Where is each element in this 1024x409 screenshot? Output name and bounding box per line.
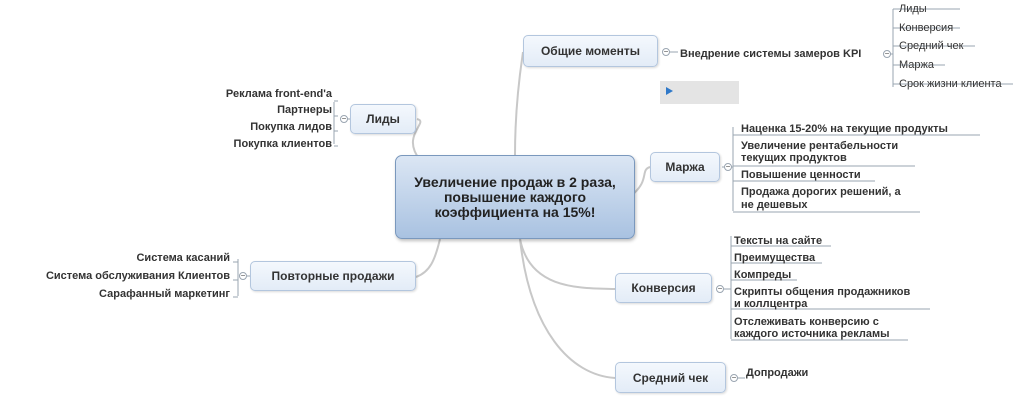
margin-item[interactable]: Продажа дорогих решений, а (741, 186, 901, 198)
conversion-item[interactable]: Скрипты общения продажников (734, 286, 911, 298)
topic-general[interactable]: Общие моменты (523, 35, 658, 67)
conversion-item[interactable]: Тексты на сайте (734, 235, 823, 247)
collapse-icon[interactable]: − (662, 47, 670, 56)
collapse-icon[interactable]: − (716, 284, 724, 293)
conversion-item[interactable]: Отслеживать конверсию с (734, 316, 879, 328)
central-topic[interactable]: Увеличение продаж в 2 раза, повышение ка… (395, 155, 635, 239)
kpi-item[interactable]: Маржа (899, 59, 934, 71)
kpi-item[interactable]: Лиды (899, 3, 927, 15)
margin-item[interactable]: Увеличение рентабельности (741, 140, 899, 152)
margin-item[interactable]: Повышение ценности (741, 169, 861, 181)
leads-item[interactable]: Реклама front-end'a (225, 88, 332, 100)
margin-item[interactable]: текущих продуктов (741, 152, 847, 164)
conversion-item[interactable]: Преимущества (734, 252, 816, 264)
avg-check-item[interactable]: Допродажи (746, 367, 809, 379)
conversion-item[interactable]: каждого источника рекламы (734, 328, 890, 340)
conversion-item[interactable]: и коллцентра (734, 298, 808, 310)
margin-item[interactable]: не дешевых (741, 199, 808, 211)
topic-repeat-sales[interactable]: Повторные продажи (250, 261, 416, 291)
repeat-item[interactable]: Сарафанный маркетинг (99, 288, 230, 300)
leads-item[interactable]: Покупка клиентов (233, 138, 332, 150)
kpi-node[interactable]: Внедрение системы замеров KPI (680, 48, 862, 60)
topic-conversion[interactable]: Конверсия (615, 273, 712, 303)
topic-margin[interactable]: Маржа (650, 152, 720, 182)
margin-item[interactable]: Наценка 15-20% на текущие продукты (741, 123, 948, 135)
collapse-icon[interactable]: − (730, 373, 738, 382)
play-icon[interactable] (666, 87, 673, 95)
repeat-item[interactable]: Система обслуживания Клиентов (45, 270, 230, 282)
playback-slider[interactable] (660, 81, 739, 104)
collapse-icon[interactable]: − (883, 49, 891, 58)
topic-leads[interactable]: Лиды (350, 104, 416, 134)
kpi-item[interactable]: Конверсия (899, 22, 954, 34)
kpi-item[interactable]: Средний чек (899, 40, 964, 52)
topic-avg-check[interactable]: Средний чек (615, 362, 726, 393)
kpi-item[interactable]: Срок жизни клиента (899, 78, 1002, 90)
conversion-item[interactable]: Компреды (734, 269, 792, 281)
repeat-item[interactable]: Система касаний (136, 252, 230, 264)
collapse-icon[interactable]: − (239, 271, 247, 280)
collapse-icon[interactable]: − (724, 162, 732, 171)
leads-item[interactable]: Покупка лидов (250, 121, 332, 133)
leads-item[interactable]: Партнеры (277, 104, 332, 116)
collapse-icon[interactable]: − (340, 114, 348, 123)
